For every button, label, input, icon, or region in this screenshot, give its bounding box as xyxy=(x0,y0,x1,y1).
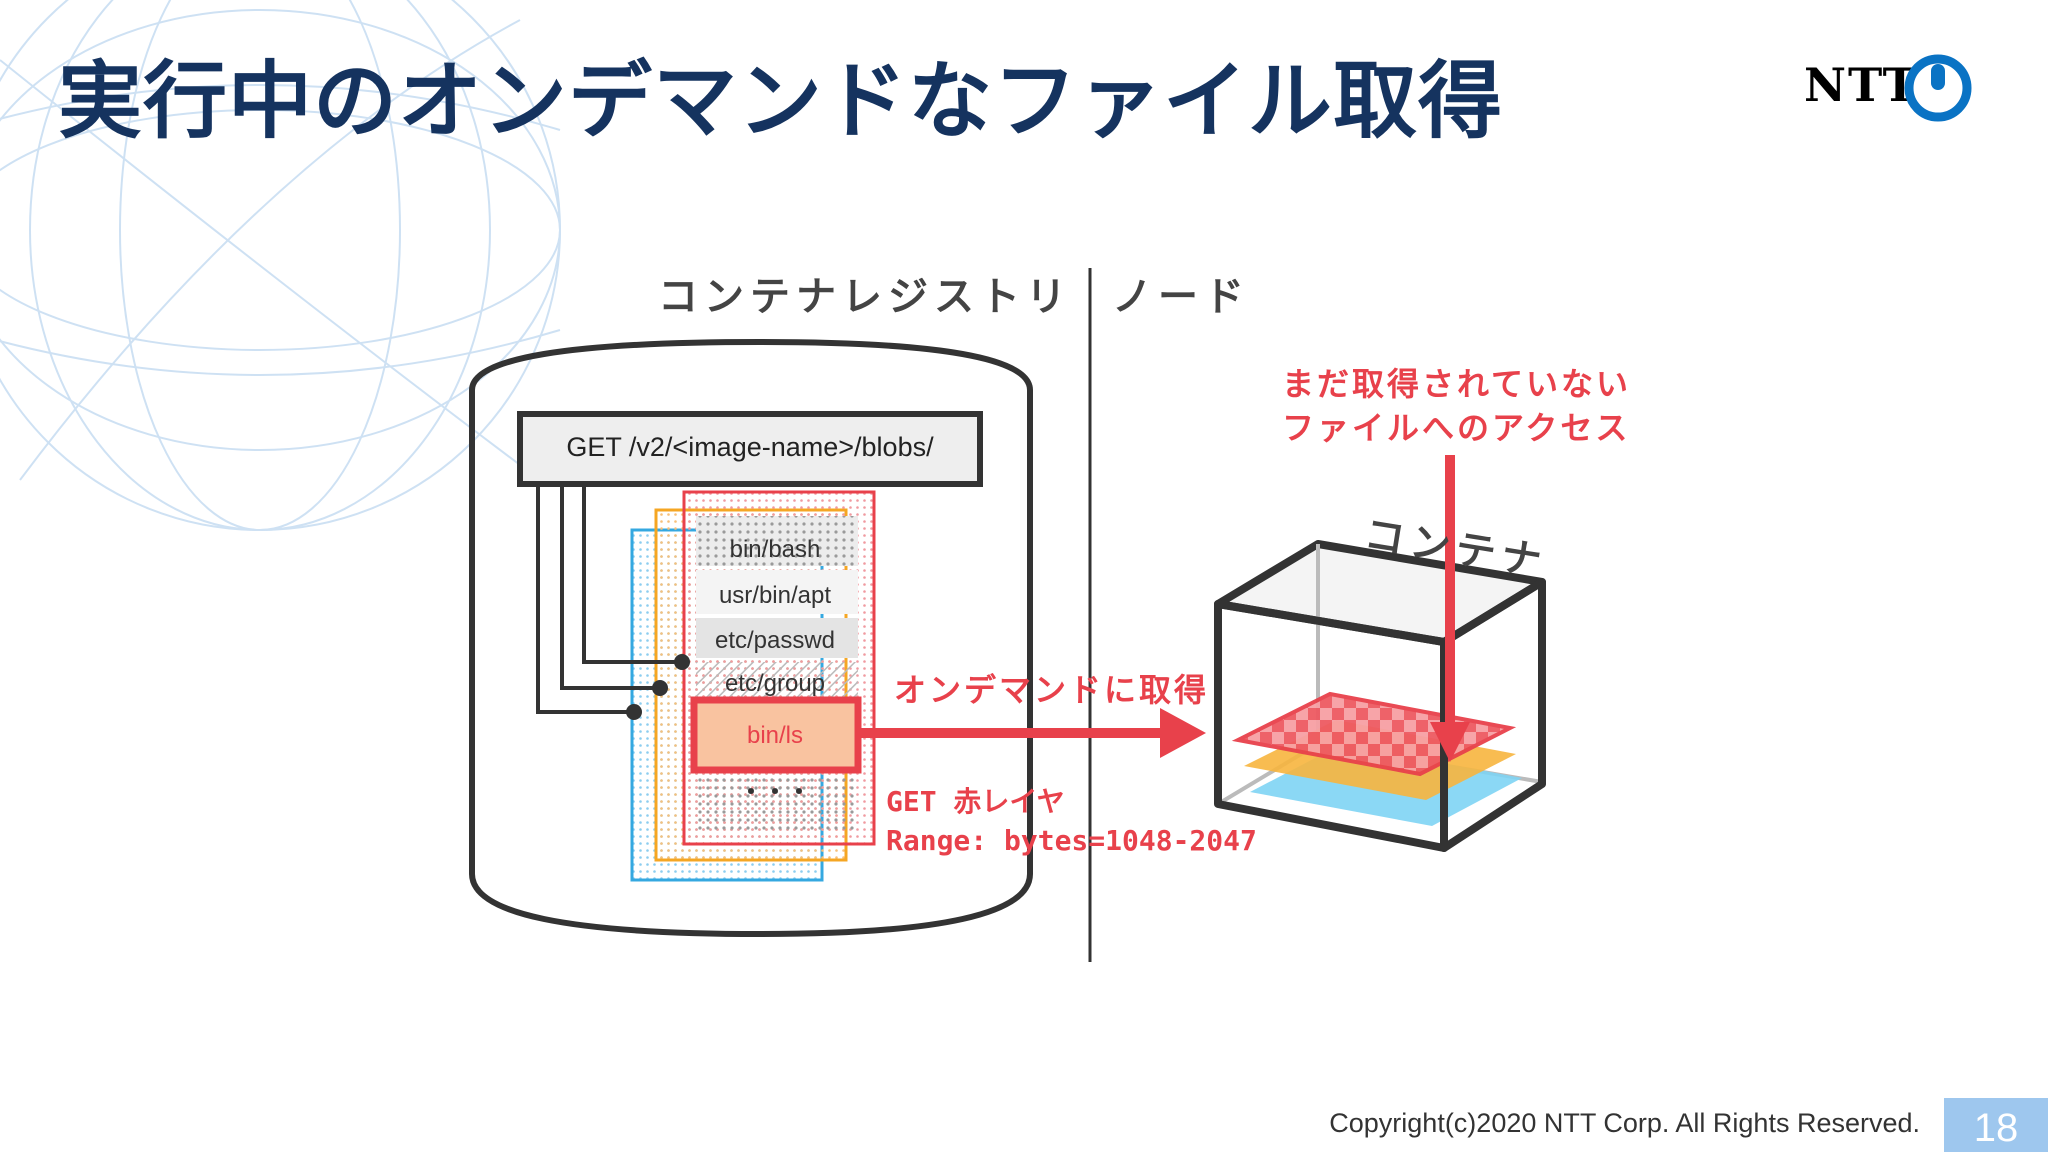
fetch-arrow xyxy=(860,708,1206,758)
highlighted-file-label: bin/ls xyxy=(746,722,804,749)
node-header: ノード xyxy=(1112,274,1250,320)
slide-title: 実行中のオンデマンドなファイル取得 xyxy=(58,52,1504,150)
more-files-area xyxy=(696,778,858,832)
ntt-logo-icon xyxy=(1904,54,1972,122)
ntt-logo-text: NTT xyxy=(1804,58,1919,112)
request-line-2: Range: bytes=1048-2047 xyxy=(886,824,1257,857)
more-files-ellipsis: ・・・ xyxy=(739,779,811,806)
registry-header: コンテナレジストリ xyxy=(658,274,1072,320)
file-label-1: bin/bash xyxy=(729,536,821,563)
request-line-1: GET 赤レイヤ xyxy=(886,785,1065,818)
file-row-bg-3 xyxy=(696,618,858,658)
highlighted-file-box xyxy=(690,696,862,774)
api-endpoint-box xyxy=(517,411,983,487)
copyright-footer: Copyright(c)2020 NTT Corp. All Rights Re… xyxy=(1329,1108,1920,1138)
access-arrow xyxy=(1430,455,1470,762)
blob-connectors xyxy=(536,484,682,714)
registry-cylinder xyxy=(469,338,1033,938)
connector-dot-red xyxy=(674,654,690,670)
file-label-2: usr/bin/apt xyxy=(718,582,832,609)
fetch-label: オンデマンドに取得 xyxy=(894,671,1210,709)
file-label-3: etc/passwd xyxy=(714,627,836,654)
globe-background xyxy=(0,0,561,531)
file-row-bg-4 xyxy=(696,662,858,702)
api-endpoint-label: GET /v2/<image-name>/blobs/ xyxy=(566,432,934,462)
connector-dot-orange xyxy=(652,680,668,696)
page-number-badge: 18 xyxy=(1944,1098,2048,1152)
note-line-2: ファイルへのアクセス xyxy=(1282,409,1631,447)
note-line-1: まだ取得されていない xyxy=(1282,365,1632,403)
file-label-4: etc/group xyxy=(724,670,826,697)
container-cube-front xyxy=(1214,578,1546,852)
file-row-bg-2 xyxy=(696,570,858,614)
connector-dot-blue xyxy=(626,704,642,720)
